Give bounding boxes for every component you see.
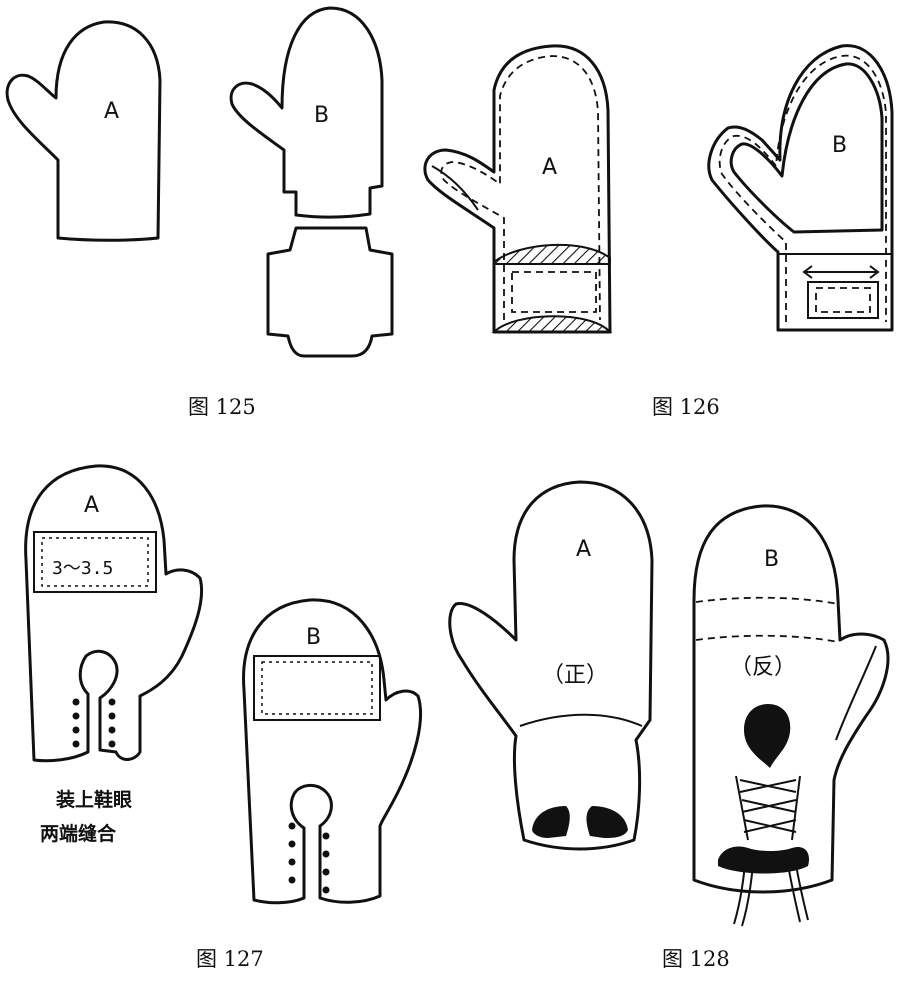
fig127-measurement: 3～3.5 xyxy=(52,558,113,579)
fig126-hatch-bottom xyxy=(491,315,613,333)
fig125-cuff-piece-outline xyxy=(266,226,394,358)
figure-127: 3～3.5 A 装上鞋眼 两端缝合 B 图 127 xyxy=(24,464,422,971)
fig127-label-b: B xyxy=(306,625,321,650)
fig125-label-b: B xyxy=(314,103,329,128)
fig126-cuff-arrowheads xyxy=(802,265,880,279)
fig126-mitten-b-outer-outline xyxy=(707,44,894,332)
fig127-b-patch-stitch xyxy=(261,661,373,715)
fig125-label-a: A xyxy=(104,99,119,124)
fig126-cuff-rect-outer xyxy=(807,281,879,319)
fig127-mitten-a-outline xyxy=(24,464,204,763)
fig128-side-front: （正） xyxy=(542,663,608,688)
fig127-note-line2: 两端缝合 xyxy=(40,822,117,845)
figure-126: A B 图 126 xyxy=(423,44,894,419)
fig126-label-b: B xyxy=(832,133,847,158)
fig126-label-a: A xyxy=(542,155,557,180)
fig126-cuff-rect-inner xyxy=(815,287,871,313)
fig126-mitten-a-outline xyxy=(423,44,612,334)
fig128-a-opening xyxy=(532,806,628,838)
fig128-b-lacing xyxy=(735,775,801,841)
fig128-side-back: （反） xyxy=(730,655,796,680)
fig128-b-keyhole xyxy=(744,704,791,768)
fig127-label-patch xyxy=(33,531,157,593)
fig128-b-fold-line-1 xyxy=(695,596,839,605)
fig127-note-line1: 装上鞋眼 xyxy=(55,788,132,811)
fig128-b-thumb-edge xyxy=(835,645,877,741)
fig128-label-b: B xyxy=(764,547,779,572)
fig128-b-fold-line-2 xyxy=(695,634,839,643)
fig126-hatch-top xyxy=(493,243,611,265)
fig127-mitten-b-outline xyxy=(242,598,422,905)
fig128-mitten-b-outline xyxy=(692,504,890,894)
fig127-caption: 图 127 xyxy=(196,947,264,971)
fig127-a-eyelets xyxy=(72,698,116,748)
figure-125: A B 图 125 xyxy=(5,6,394,419)
fig127-b-eyelets xyxy=(288,822,330,894)
fig127-b-patch xyxy=(253,655,381,721)
fig125-mitten-b-upper-outline xyxy=(229,6,384,219)
fig126-cuff-stitch-rect xyxy=(511,271,597,313)
fig126-mitten-b-stitch-line xyxy=(718,54,887,322)
fig126-mitten-b-inner-outline xyxy=(729,62,884,234)
figure-128: A （正） B （反） 图 128 xyxy=(448,480,890,971)
fig126-thumb-inner-line xyxy=(431,165,479,211)
fig128-caption: 图 128 xyxy=(662,947,730,971)
fig125-mitten-a-outline xyxy=(5,20,162,242)
fig128-b-lace-ends xyxy=(733,851,809,927)
fig125-caption: 图 125 xyxy=(188,395,256,419)
fig126-caption: 图 126 xyxy=(652,395,720,419)
fig128-label-a: A xyxy=(576,537,591,562)
fig128-mitten-a-outline xyxy=(448,480,654,851)
fig128-a-cuff-line xyxy=(519,713,643,727)
fig126-mitten-a-stitch-line xyxy=(440,55,601,321)
fig127-label-a: A xyxy=(84,493,99,518)
